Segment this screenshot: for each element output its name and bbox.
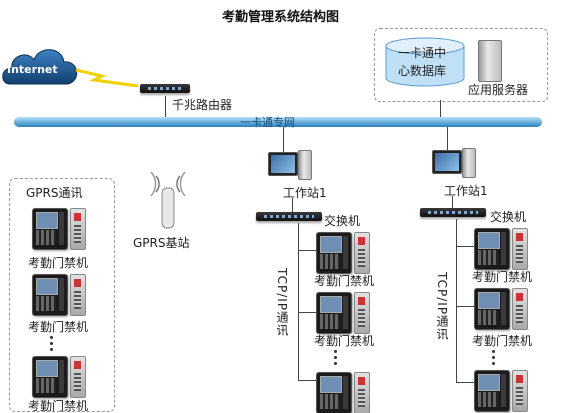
ellipsis-dot [492,356,495,359]
door-lock-icon [354,372,370,413]
server-icon [478,40,502,82]
router-link [165,96,166,118]
device-label: 考勤门禁机 [472,334,533,348]
device-label: 考勤门禁机 [314,334,375,348]
gprs-station-label: GPRS基站 [133,236,190,250]
door-lock-icon [512,370,528,412]
internet-label: Internet [7,63,58,76]
branch-line [456,246,474,247]
device-label: 考勤门禁机 [472,270,533,284]
device-label: 考勤门禁机 [28,320,89,334]
device-label: 考勤门禁机 [314,274,375,288]
attendance-device-icon [474,228,510,270]
switch-label: 交换机 [490,210,527,224]
branch-line [298,380,316,381]
door-lock-icon [354,232,370,274]
app-server-label: 应用服务器 [468,83,529,97]
switch-label: 交换机 [324,214,361,228]
attendance-device-icon [474,288,510,330]
ws-switch-link [292,198,293,212]
branch-line [298,250,316,251]
server-link [440,100,441,118]
tcp-line [456,219,457,383]
branch-line [298,312,316,313]
attendance-device-icon [316,232,352,274]
ellipsis-dot [50,348,53,351]
db-label-1: 一卡通中 [398,46,447,60]
ws-link [283,127,284,152]
ws-link [447,127,448,150]
router-label: 千兆路由器 [172,98,233,112]
door-lock-icon [512,228,528,270]
branch-line [456,382,474,383]
database-icon [385,37,465,87]
workstation-tower-icon [462,148,476,178]
ellipsis-dot [334,362,337,365]
backbone-label: 一卡通专网 [240,116,295,129]
attendance-device-icon [474,370,510,412]
gprs-group-label: GPRS通讯 [26,186,83,200]
device-label: 考勤门禁机 [28,256,89,270]
ws-switch-link [452,196,453,208]
tcp-label: TCP/IP通讯 [435,272,449,342]
door-lock-icon [512,288,528,330]
door-lock-icon [70,356,86,398]
switch-icon [420,208,486,217]
branch-line [456,306,474,307]
tcp-label: TCP/IP通讯 [275,268,289,338]
device-label: 考勤门禁机 [28,399,89,413]
diagram-title: 考勤管理系统结构图 [221,10,339,25]
workstation-icon [268,152,298,176]
ellipsis-dot [50,336,53,339]
door-lock-icon [70,208,86,250]
door-lock-icon [354,292,370,334]
data-center-group [374,28,548,102]
ellipsis-dot [492,362,495,365]
gprs-group [9,178,115,412]
ellipsis-dot [334,356,337,359]
attendance-device-icon [32,208,68,250]
ellipsis-dot [50,342,53,345]
workstation-label: 工作站1 [283,186,327,200]
tcp-line [298,223,299,381]
lightning-icon [75,68,139,88]
router-icon [140,84,190,93]
attendance-device-icon [32,274,68,316]
ellipsis-dot [334,350,337,353]
door-lock-icon [70,274,86,316]
attendance-device-icon [316,372,352,413]
attendance-device-icon [32,356,68,398]
cloud-icon [2,49,78,85]
db-label-2: 心数据库 [398,64,447,78]
workstation-label: 工作站1 [444,184,488,198]
antenna-icon [150,171,186,229]
switch-icon [256,212,322,221]
workstation-tower-icon [298,150,312,180]
workstation-icon [432,150,462,174]
ellipsis-dot [492,350,495,353]
backbone-bar [14,117,542,127]
attendance-device-icon [316,292,352,334]
